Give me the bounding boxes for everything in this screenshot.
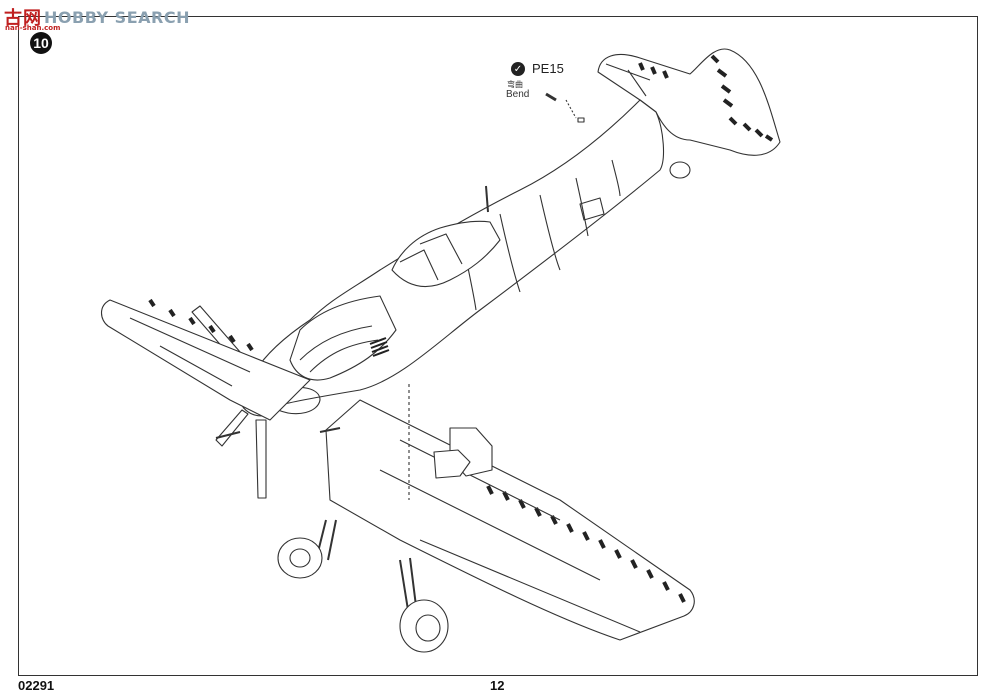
right-wing <box>325 399 695 641</box>
right-landing-gear <box>399 557 417 611</box>
page-frame <box>18 16 978 676</box>
instruction-cn: 弯曲 <box>507 80 523 89</box>
pe15-part <box>545 92 557 102</box>
part-code: PE15 <box>532 61 564 76</box>
instruction-en: Bend <box>506 89 530 100</box>
propeller <box>191 305 267 499</box>
page-number: 12 <box>490 678 505 693</box>
left-wing <box>100 299 311 421</box>
watermark-text: HOBBY SEARCH <box>44 7 190 27</box>
right-main-wheel <box>399 599 449 653</box>
kit-number: 02291 <box>18 678 55 693</box>
canopy <box>391 220 501 288</box>
tail-fin <box>597 48 781 156</box>
watermark-url: nan-shan.com <box>5 24 61 32</box>
step-number-badge: 10 <box>30 32 52 54</box>
left-main-wheel <box>277 537 323 579</box>
part-callout: ✓ PE15 弯曲 Bend <box>505 60 575 100</box>
watermark: 古网 HOBBY SEARCH <box>4 4 190 30</box>
tail-wheel <box>669 161 691 179</box>
check-circle-icon: ✓ <box>511 62 525 76</box>
watermark-logo: 古网 <box>4 8 42 29</box>
